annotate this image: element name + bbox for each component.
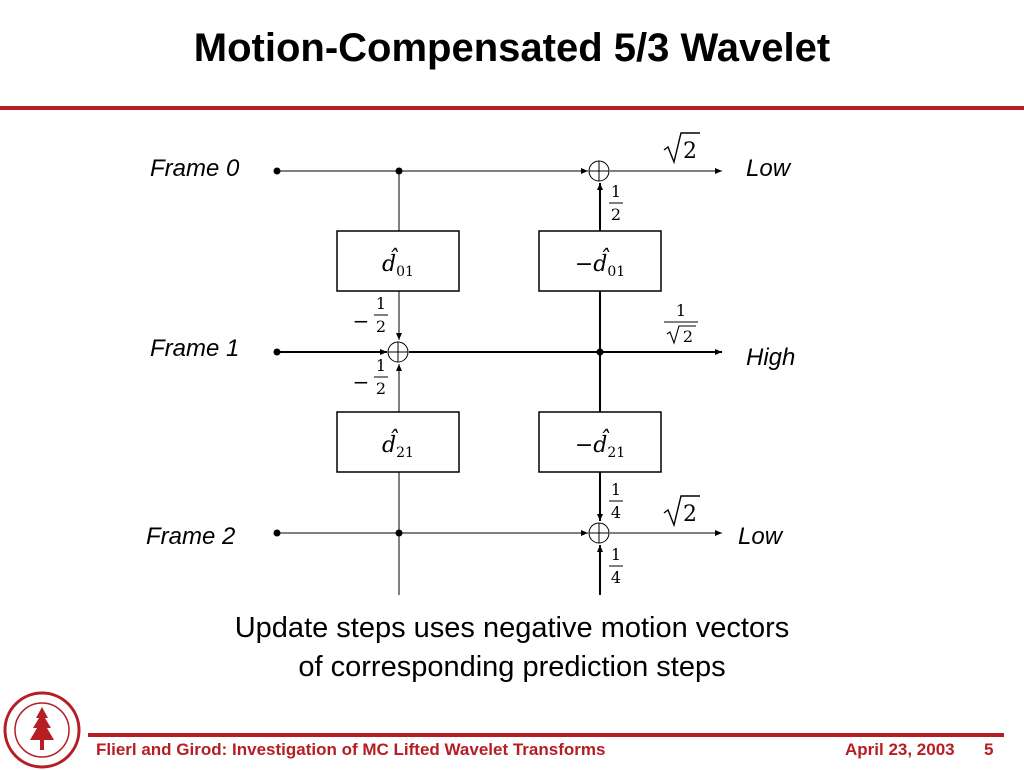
coef-predict-half-num-bottom: 1 [376, 356, 386, 375]
svg-text:−d̂01: −d̂01 [575, 248, 625, 280]
coef-sqrt2-radicand-bottom: 2 [683, 502, 697, 527]
top-divider [0, 106, 1024, 110]
svg-text:d̂01: d̂01 [382, 248, 414, 280]
coef-minus-sign-bottom: − [353, 370, 370, 394]
footer-date: April 23, 2003 [845, 740, 955, 759]
coef-sqrt2-radicand-top: 2 [683, 139, 697, 164]
coef-predict-half-num-top: 1 [376, 294, 386, 313]
coef-inv-sqrt2-den: 2 [683, 327, 693, 346]
coef-inv-sqrt2-num: 1 [676, 301, 686, 320]
university-seal-icon [3, 691, 81, 769]
coef-sqrt2-bottom: 2 [663, 495, 700, 528]
input-label-frame2: Frame 2 [146, 523, 236, 550]
block-d01-sub: 01 [396, 264, 414, 280]
coef-minus-sign-top: − [353, 309, 370, 333]
block-d21-label: d̂ [382, 429, 399, 458]
output-label-low-top: Low [746, 155, 791, 182]
frame1-signal-path [273, 341, 722, 363]
output-label-high: High [746, 344, 796, 371]
coef-quarter-den-bottom: 4 [611, 568, 621, 587]
coef-predict-minus-half-top: − 1 2 [353, 294, 388, 336]
coef-predict-half-den-bottom: 2 [376, 379, 386, 398]
svg-text:−d̂21: −d̂21 [575, 429, 625, 461]
caption-line-1: Update steps uses negative motion vector… [234, 612, 790, 644]
frame0-adder [588, 160, 610, 182]
frame2-signal-path [273, 522, 722, 544]
coef-predict-minus-half-bottom: − 1 2 [353, 356, 388, 398]
block-neg-d21-label: −d̂ [575, 429, 610, 458]
block-d21: d̂21 [336, 411, 460, 473]
svg-text:d̂21: d̂21 [382, 429, 414, 461]
output-label-low-bottom: Low [738, 523, 783, 550]
block-neg-d21: −d̂21 [538, 411, 662, 473]
block-d21-sub: 21 [396, 445, 414, 461]
footer-page-number: 5 [984, 740, 994, 759]
block-neg-d01-label: −d̂ [575, 248, 610, 277]
input-label-frame0: Frame 0 [150, 155, 240, 182]
coef-update-half-den: 2 [611, 205, 621, 224]
page-title: Motion-Compensated 5/3 Wavelet [193, 26, 831, 70]
coef-sqrt2-top: 2 [663, 132, 700, 165]
frame0-signal-path [273, 160, 722, 182]
coef-quarter-den-top: 4 [611, 503, 621, 522]
coef-quarter-num-top: 1 [611, 480, 621, 499]
frame2-adder [588, 522, 610, 544]
block-neg-d01: −d̂01 [538, 230, 662, 292]
coef-predict-half-den-top: 2 [376, 317, 386, 336]
coef-update-quarter-bottom: 1 4 [609, 545, 623, 587]
bottom-divider [88, 733, 1004, 737]
block-d01: d̂01 [336, 230, 460, 292]
coef-inv-sqrt2: 1 2 [664, 301, 698, 346]
coef-update-half-num: 1 [611, 182, 621, 201]
input-label-frame1: Frame 1 [150, 335, 240, 362]
block-d01-label: d̂ [382, 248, 399, 277]
coef-update-quarter-top: 1 4 [609, 480, 623, 522]
caption-line-2: of corresponding prediction steps [298, 651, 726, 683]
coef-quarter-num-bottom: 1 [611, 545, 621, 564]
block-neg-d01-sub: 01 [607, 264, 625, 280]
footer-citation: Flierl and Girod: Investigation of MC Li… [96, 740, 606, 759]
frame1-adder [387, 341, 409, 363]
coef-update-half: 1 2 [609, 182, 623, 224]
block-neg-d21-sub: 21 [607, 445, 625, 461]
